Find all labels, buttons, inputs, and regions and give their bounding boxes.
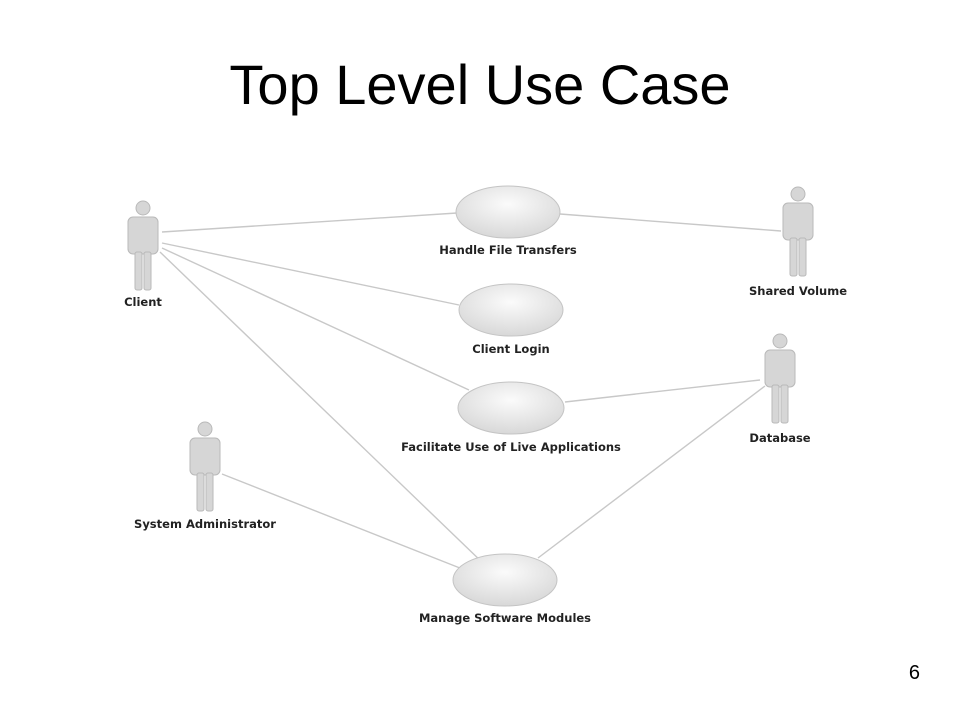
actor-database[interactable]: Database	[749, 333, 811, 445]
assoc-sysadmin-manage-software-modules	[221, 473, 471, 573]
assoc-facilitate-live-apps-database	[564, 379, 761, 403]
use-case-label: Facilitate Use of Live Applications	[401, 440, 621, 454]
stick-figure-icon	[127, 200, 159, 291]
actor-label: Shared Volume	[749, 284, 847, 298]
assoc-database-manage-software-modules	[537, 385, 766, 559]
use-case-label: Manage Software Modules	[419, 611, 591, 625]
use-case-label: Client Login	[472, 342, 549, 356]
use-case-label: Handle File Transfers	[439, 243, 577, 257]
assoc-handle-file-transfers-shared-volume	[559, 213, 782, 232]
page-number: 6	[908, 662, 920, 684]
stick-figure-icon	[782, 186, 814, 277]
actor-system-administrator[interactable]: System Administrator	[134, 421, 276, 531]
use-case-manage-software-modules[interactable]: Manage Software Modules	[419, 553, 591, 625]
assoc-client-handle-file-transfers	[161, 212, 458, 233]
stick-figure-icon	[764, 333, 796, 424]
assoc-client-client-login	[161, 242, 460, 306]
assoc-client-facilitate-live-apps	[161, 247, 470, 391]
actor-client[interactable]: Client	[124, 200, 162, 309]
actor-label: Database	[749, 431, 810, 445]
stick-figure-icon	[189, 421, 221, 512]
slide-title: Top Level Use Case	[229, 53, 731, 116]
use-case-facilitate-live-apps[interactable]: Facilitate Use of Live Applications	[401, 381, 621, 454]
use-case-handle-file-transfers[interactable]: Handle File Transfers	[439, 185, 577, 257]
use-case-client-login[interactable]: Client Login	[458, 283, 564, 356]
actor-label: System Administrator	[134, 517, 276, 531]
actor-label: Client	[124, 295, 162, 309]
assoc-client-manage-software-modules	[159, 251, 486, 566]
actor-shared-volume[interactable]: Shared Volume	[749, 186, 847, 298]
